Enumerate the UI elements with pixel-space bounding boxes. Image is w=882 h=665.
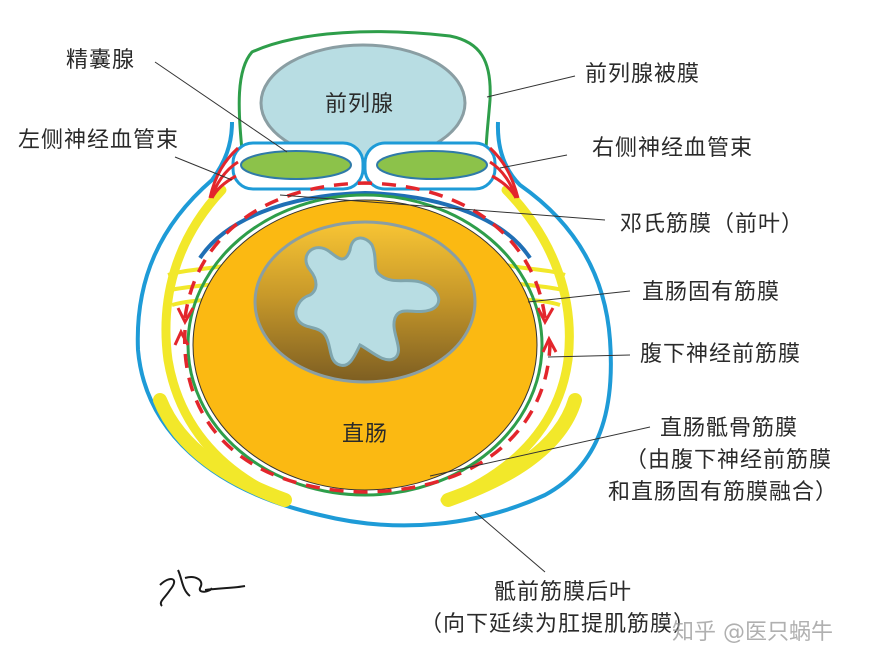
label-left-nvb: 左侧神经血管束 — [18, 128, 180, 153]
watermark: 知乎 @医只蜗牛 — [672, 620, 833, 645]
right-lower-yellow-band — [441, 393, 582, 507]
right-arrowhead — [536, 307, 555, 326]
label-presacral-1: 骶前筋膜后叶 — [494, 580, 633, 605]
label-seminal-vesicle: 精囊腺 — [66, 48, 136, 73]
rectosacral-dashed-arrow — [183, 329, 552, 494]
rectal-lumen — [294, 236, 441, 367]
label-presacral-2: （向下延续为肛提肌筋膜） — [420, 612, 697, 637]
upper-dashed-arrow — [183, 181, 547, 319]
label-rectosacral-2: （由腹下神经前筋膜 — [625, 448, 833, 473]
left-seminal-vesicle — [240, 150, 352, 180]
label-mesorectal-fascia: 直肠固有筋膜 — [642, 280, 781, 305]
presacral-fascia-outline — [135, 121, 613, 528]
label-prostate-capsule: 前列腺被膜 — [585, 62, 701, 87]
label-rectosacral-1: 直肠骶骨筋膜 — [660, 416, 799, 441]
right-up-arrowhead — [541, 335, 558, 353]
leader-lines — [154, 61, 651, 573]
label-rectosacral-3: 和直肠固有筋膜融合） — [608, 480, 839, 505]
label-rectum: 直肠 — [342, 422, 389, 447]
left-lower-yellow-band — [153, 393, 292, 507]
label-prehypogastric-fascia: 腹下神经前筋膜 — [640, 342, 802, 367]
left-arrowhead — [176, 307, 195, 326]
label-denonvilliers: 邓氏筋膜（前叶） — [620, 212, 805, 237]
right-seminal-vesicle — [376, 150, 488, 180]
left-up-arrowhead — [173, 328, 190, 346]
signature — [159, 569, 246, 607]
label-prostate: 前列腺 — [325, 92, 395, 117]
right-yellow-nerve-band — [440, 185, 574, 505]
prostate-capsule — [237, 30, 492, 153]
right-neurovascular-bundle — [488, 146, 520, 199]
label-right-nvb: 右侧神经血管束 — [592, 136, 754, 161]
left-neurovascular-bundle — [208, 146, 240, 199]
